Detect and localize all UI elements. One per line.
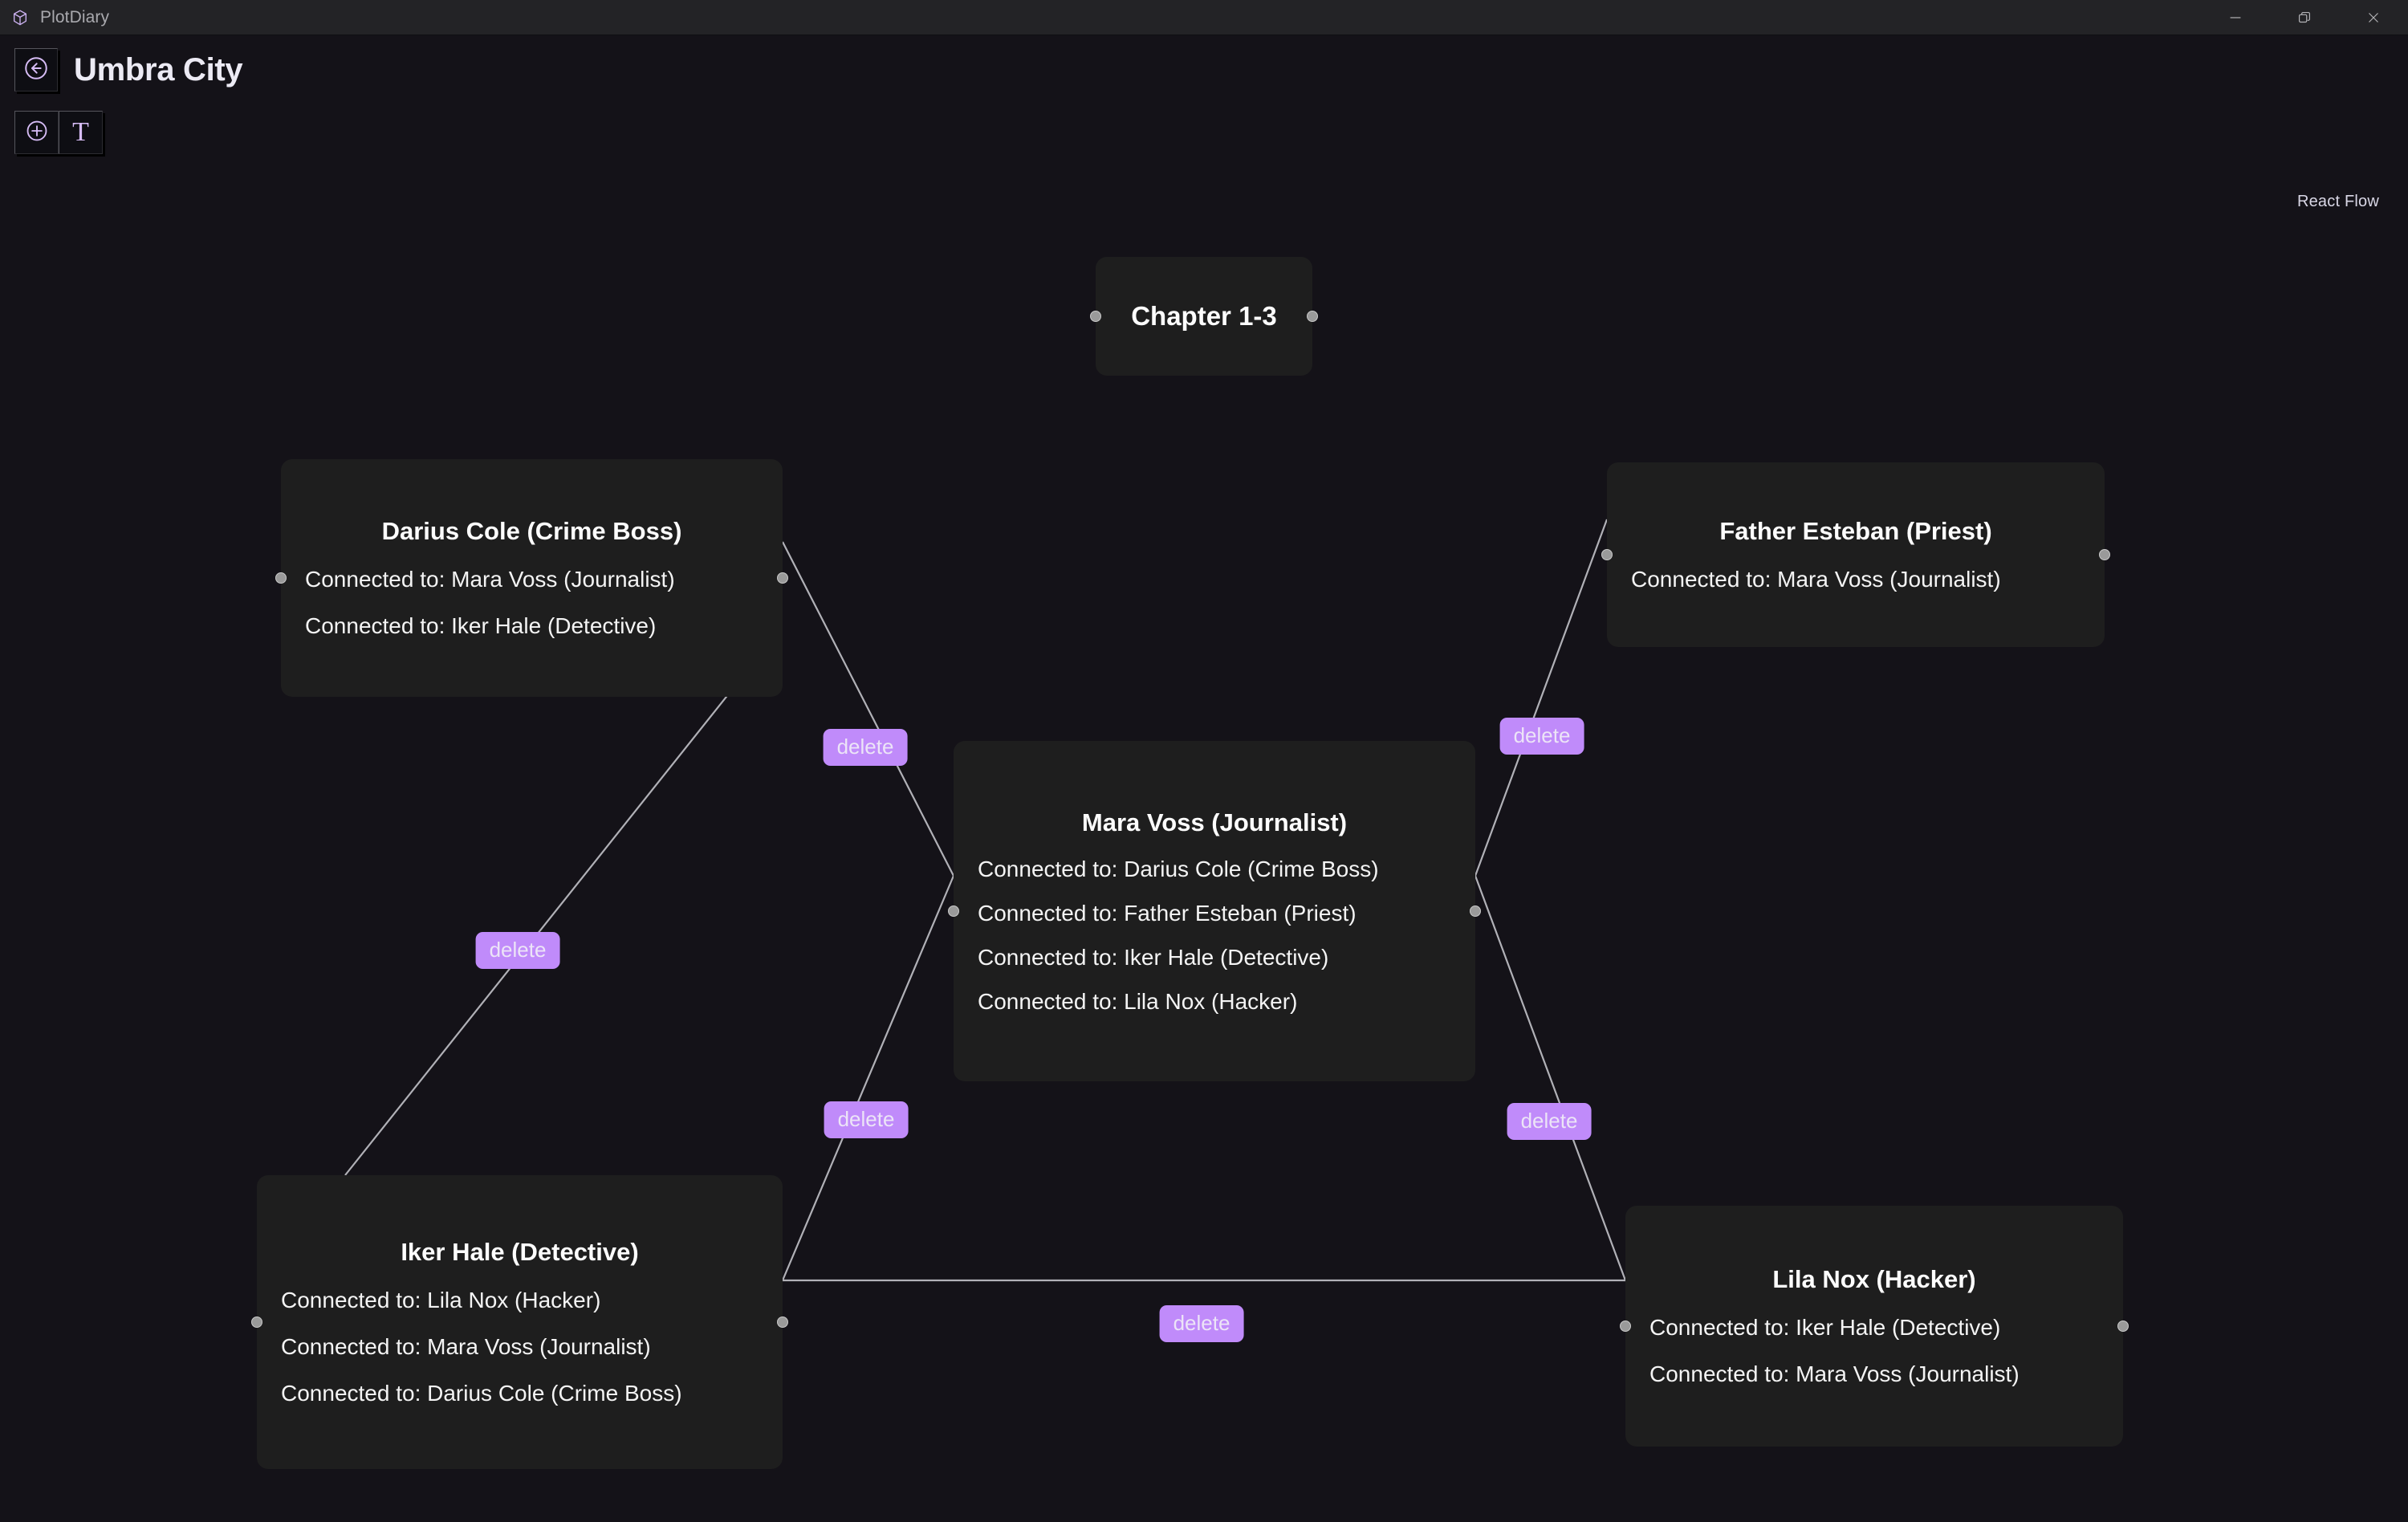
plus-circle-icon — [24, 118, 50, 148]
arrow-left-circle-icon — [22, 55, 50, 86]
edge-delete-darius-to-iker[interactable]: delete — [475, 932, 560, 969]
node-mara-voss[interactable]: Mara Voss (Journalist) Connected to: Dar… — [948, 741, 1481, 1081]
flow-canvas[interactable]: React Flow Chapter 1-3 Darius Cole (Crim… — [0, 35, 2408, 1522]
node-title: Lila Nox (Hacker) — [1772, 1265, 1976, 1293]
node-connection: Connected to: Father Esteban (Priest) — [978, 900, 1357, 926]
edge-delete-mara-to-lila[interactable]: delete — [1507, 1103, 1592, 1140]
handle-left-iker[interactable] — [251, 1316, 262, 1328]
node-connection: Connected to: Iker Hale (Detective) — [1649, 1315, 2001, 1340]
handle-right-iker[interactable] — [777, 1316, 788, 1328]
edge-path-esteban-to-mara — [1474, 519, 1609, 877]
node-connection: Connected to: Mara Voss (Journalist) — [281, 1334, 651, 1359]
edge-path-mara-to-lila — [1474, 875, 1627, 1281]
minimize-button[interactable] — [2201, 0, 2270, 35]
node-title: Iker Hale (Detective) — [401, 1238, 639, 1266]
node-connection: Connected to: Mara Voss (Journalist) — [305, 567, 675, 592]
handle-left-chapter[interactable] — [1090, 311, 1101, 322]
edge-delete-darius-to-mara[interactable]: delete — [823, 729, 908, 766]
handle-right-chapter[interactable] — [1307, 311, 1318, 322]
handle-left-lila[interactable] — [1620, 1321, 1631, 1332]
edge-path-darius-to-mara — [782, 541, 954, 877]
handle-right-darius[interactable] — [777, 572, 788, 584]
edge-path-mara-to-iker — [781, 875, 955, 1281]
handle-left-darius[interactable] — [275, 572, 287, 584]
node-connection: Connected to: Mara Voss (Journalist) — [1649, 1361, 2020, 1386]
handle-left-esteban[interactable] — [1601, 549, 1613, 560]
node-iker-hale[interactable]: Iker Hale (Detective) Connected to: Lila… — [251, 1175, 788, 1469]
edge-delete-mara-to-iker[interactable]: delete — [824, 1101, 909, 1138]
close-button[interactable] — [2339, 0, 2408, 35]
node-connection: Connected to: Lila Nox (Hacker) — [978, 988, 1298, 1014]
node-lila-nox[interactable]: Lila Nox (Hacker) Connected to: Iker Hal… — [1620, 1206, 2129, 1447]
node-connection: Connected to: Mara Voss (Journalist) — [1631, 567, 2001, 592]
maximize-button[interactable] — [2270, 0, 2339, 35]
node-chapter-1-3[interactable]: Chapter 1-3 — [1090, 257, 1318, 376]
header-title-row: Umbra City — [14, 48, 243, 92]
edge-delete-iker-to-lila[interactable]: delete — [1159, 1305, 1244, 1342]
add-text-button[interactable]: T — [59, 111, 103, 154]
text-tool-icon: T — [72, 117, 89, 147]
window-title-bar: PlotDiary — [0, 0, 2408, 35]
header-tool-row: T — [14, 111, 103, 154]
node-connection: Connected to: Darius Cole (Crime Boss) — [978, 856, 1379, 881]
node-connection: Connected to: Iker Hale (Detective) — [305, 613, 657, 638]
handle-left-mara[interactable] — [948, 905, 959, 917]
node-title: Father Esteban (Priest) — [1719, 517, 1992, 545]
node-title: Darius Cole (Crime Boss) — [381, 517, 682, 545]
node-connection: Connected to: Darius Cole (Crime Boss) — [281, 1381, 682, 1406]
node-connection: Connected to: Lila Nox (Hacker) — [281, 1288, 601, 1312]
add-node-button[interactable] — [14, 111, 59, 154]
app-name: PlotDiary — [40, 7, 110, 26]
node-darius-cole[interactable]: Darius Cole (Crime Boss) Connected to: M… — [275, 459, 788, 697]
window-controls — [2201, 0, 2408, 35]
node-connection: Connected to: Iker Hale (Detective) — [978, 944, 1329, 970]
cube-icon — [11, 9, 29, 26]
handle-right-esteban[interactable] — [2099, 549, 2110, 560]
node-title: Chapter 1-3 — [1131, 301, 1277, 331]
app-header: Umbra City T — [0, 35, 2408, 164]
page-title: Umbra City — [74, 51, 243, 87]
node-title: Mara Voss (Journalist) — [1081, 808, 1348, 836]
handle-right-mara[interactable] — [1470, 905, 1481, 917]
edge-path-darius-to-iker — [344, 661, 755, 1176]
edge-delete-esteban-to-mara[interactable]: delete — [1499, 718, 1584, 755]
node-father-esteban[interactable]: Father Esteban (Priest) Connected to: Ma… — [1601, 462, 2110, 647]
back-button[interactable] — [14, 48, 58, 92]
handle-right-lila[interactable] — [2117, 1321, 2129, 1332]
react-flow-attribution[interactable]: React Flow — [2296, 193, 2379, 210]
